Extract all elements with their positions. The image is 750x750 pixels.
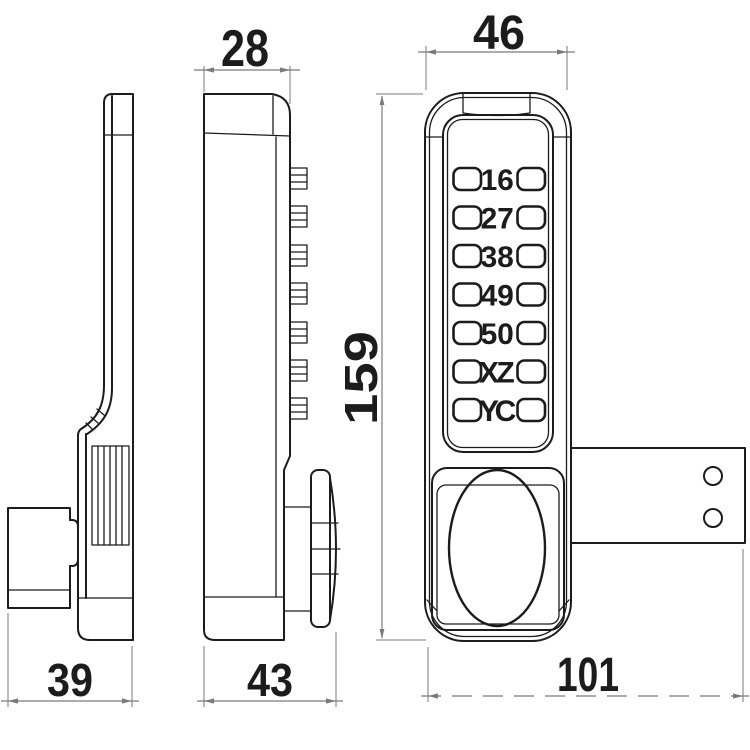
dimension-annotations: 28 46 159 39 43: [1, 7, 749, 707]
key-label: 8: [497, 241, 514, 274]
body-top-seam: [203, 132, 291, 137]
extension-lines: [427, 549, 744, 702]
keypad-button[interactable]: [452, 166, 483, 192]
tooth: [289, 321, 308, 344]
left-side-view: [7, 93, 134, 641]
dim-label-159: 159: [335, 331, 387, 425]
screw-hole: [703, 466, 723, 486]
keypad-button[interactable]: [516, 359, 547, 384]
keypad-button[interactable]: [516, 243, 547, 269]
keypad-button[interactable]: [452, 397, 483, 423]
keypad-bezel: [442, 114, 554, 453]
key-label: Z: [496, 357, 514, 390]
tooth: [289, 359, 308, 382]
keypad-button[interactable]: [516, 397, 547, 423]
arrowhead: [8, 698, 18, 704]
tooth: [289, 282, 308, 305]
arrowhead: [379, 629, 385, 639]
latch-tab: [69, 519, 79, 567]
tooth: [289, 167, 308, 190]
dimension-46: 46: [418, 7, 575, 90]
plate-outline: [570, 447, 746, 544]
dim-label-101: 101: [557, 649, 619, 702]
keypad-button[interactable]: [516, 205, 547, 230]
thumb-turn-housing: [431, 467, 565, 631]
keypad-button[interactable]: [516, 282, 547, 307]
middle-side-view: [203, 93, 341, 641]
outer-shell: [424, 92, 572, 642]
dim-label-43: 43: [247, 654, 293, 706]
extension-lines: [203, 632, 337, 707]
key-label: 9: [497, 280, 514, 313]
knob-hub: [283, 506, 312, 612]
key-label: C: [495, 395, 517, 428]
dim-label-46: 46: [473, 7, 525, 60]
panel-outline: [103, 93, 134, 641]
arrowhead: [379, 95, 385, 105]
keypad-button[interactable]: [452, 320, 483, 346]
arrowhead: [122, 698, 132, 704]
arrowhead: [733, 693, 743, 699]
arrowhead: [204, 67, 214, 73]
key-label: 1: [481, 164, 498, 197]
thumb-turn-oval[interactable]: [447, 468, 547, 628]
thumb-knob-side: [283, 469, 341, 628]
key-label: Y: [479, 395, 499, 428]
tooth: [289, 244, 308, 267]
front-view: 1 6 2 7 3 8 4 9 5 0 X Z Y C: [424, 92, 746, 642]
housing-outline: [431, 467, 565, 631]
key-label: 5: [481, 318, 498, 351]
screw-hole: [703, 508, 723, 528]
key-label: 6: [497, 164, 514, 197]
key-label: 3: [481, 241, 498, 274]
curve-hatch-ticks: [85, 408, 105, 430]
keypad-button[interactable]: [452, 359, 483, 384]
tooth: [289, 205, 308, 228]
dim-label-39: 39: [47, 654, 93, 706]
key-label: 7: [497, 203, 514, 236]
key-label: 0: [497, 318, 514, 351]
arrowhead: [426, 49, 436, 55]
extension-lines: [425, 46, 568, 90]
body-outline: [203, 93, 291, 641]
keypad: 1 6 2 7 3 8 4 9 5 0 X Z Y C: [452, 164, 547, 428]
arrowhead: [326, 698, 336, 704]
knob-section-lines: [310, 522, 341, 575]
keypad-bezel-inner: [446, 118, 550, 449]
extension-lines: [376, 93, 426, 641]
keypad-button[interactable]: [516, 166, 547, 192]
dimension-43: 43: [197, 632, 343, 707]
panel-s-curve: [77, 384, 113, 437]
dim-label-28: 28: [221, 20, 269, 78]
key-label: X: [479, 357, 499, 390]
rail-ticks: [425, 136, 571, 612]
key-label: 2: [481, 203, 498, 236]
arrowhead: [428, 693, 438, 699]
housing-inner: [436, 484, 560, 625]
button-teeth: [289, 167, 308, 420]
grip-ridges: [91, 445, 130, 546]
dimension-39: 39: [1, 613, 139, 707]
latch-block: [7, 507, 79, 609]
grip-ridge-lines: [97, 445, 123, 546]
inner-shell: [428, 96, 568, 638]
keypad-button[interactable]: [452, 243, 483, 269]
arrowhead: [280, 67, 290, 73]
arrowhead: [557, 49, 567, 55]
keypad-button[interactable]: [452, 205, 483, 230]
panel-lower-edges: [77, 433, 134, 641]
mounting-plate: [570, 447, 746, 544]
extension-lines: [7, 613, 133, 707]
latch-outline: [7, 507, 71, 609]
keypad-button[interactable]: [516, 320, 547, 346]
dimension-159: 159: [335, 93, 426, 641]
arrowhead: [204, 698, 214, 704]
dimension-101: 101: [421, 549, 749, 702]
tooth: [289, 397, 308, 420]
dimension-28: 28: [194, 20, 300, 104]
key-label: 4: [481, 280, 498, 313]
keypad-button[interactable]: [452, 282, 483, 307]
